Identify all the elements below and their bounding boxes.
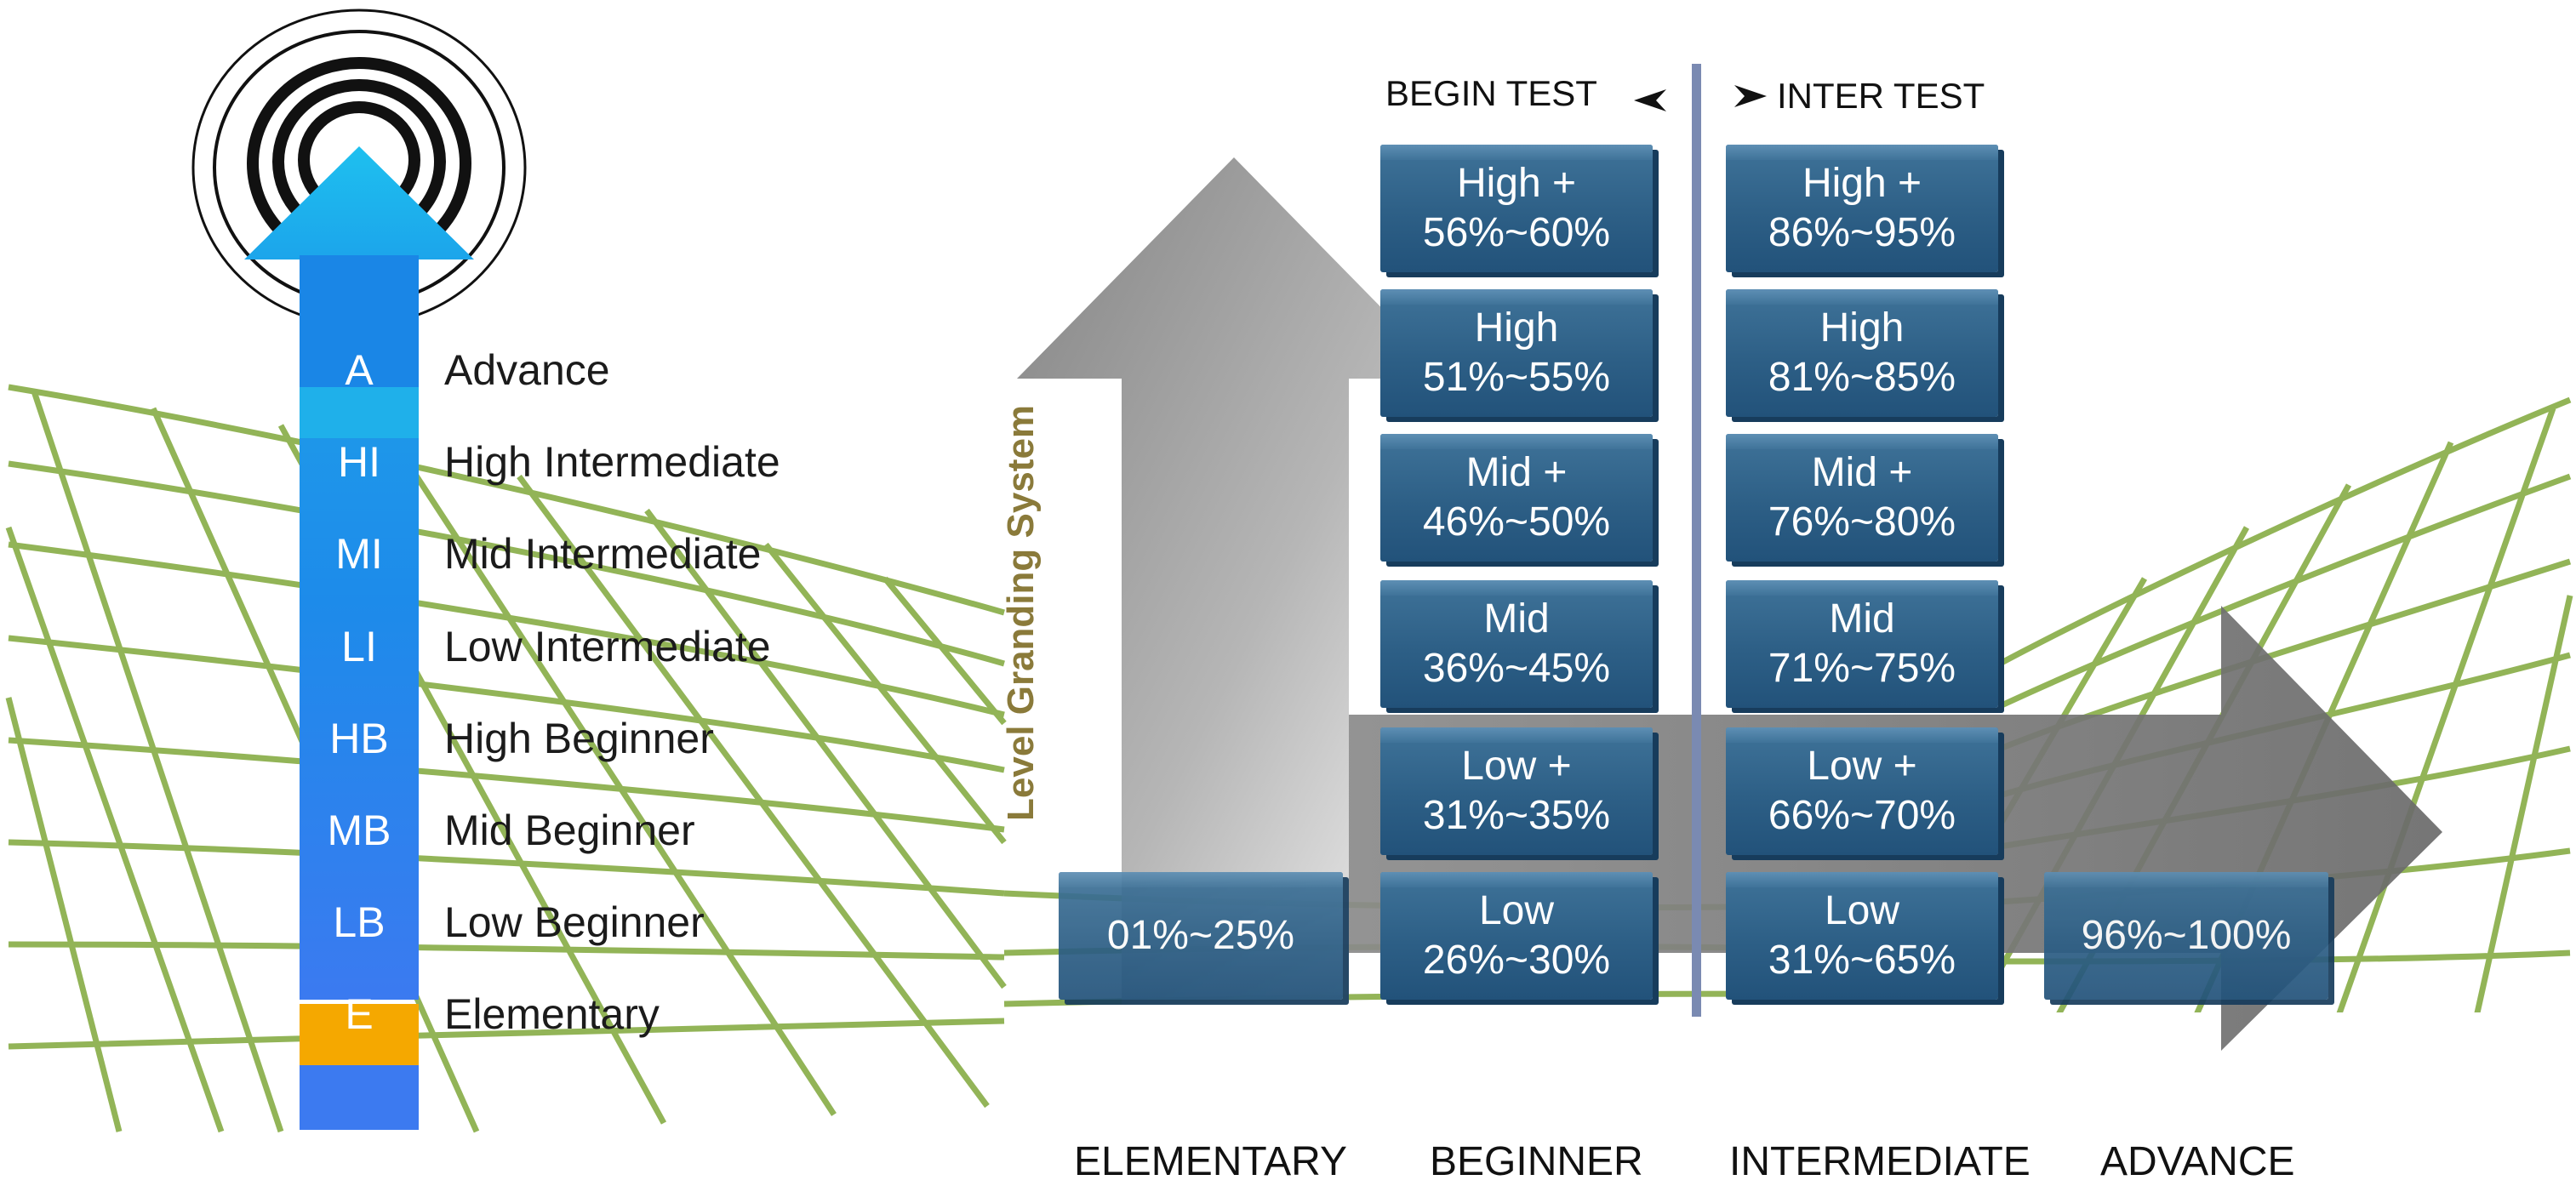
box-range: 96%~100% (2081, 913, 2292, 958)
inter-box-low: Low 31%~65% (1726, 872, 1998, 1000)
box-range: 81%~85% (1768, 355, 1956, 400)
level-code-mi: MI (335, 530, 383, 578)
level-name-advance: Advance (444, 346, 610, 394)
inter-box-mid-plus: Mid + 76%~80% (1726, 434, 1998, 562)
begin-box-high: High 51%~55% (1380, 289, 1653, 417)
right-arrow-icon (1734, 85, 1767, 107)
category-intermediate: INTERMEDIATE (1729, 1139, 2031, 1184)
grading-system-label: Level Granding System (1000, 404, 1042, 821)
box-range: 76%~80% (1768, 499, 1956, 545)
level-name-elementary: Elementary (444, 990, 660, 1038)
box-label: Low (1478, 888, 1555, 933)
box-label: Mid (1829, 596, 1895, 641)
level-name-low-beginner: Low Beginner (444, 898, 705, 946)
test-divider (1692, 64, 1701, 1017)
level-name-high-intermediate: High Intermediate (444, 438, 780, 486)
category-advance: ADVANCE (2100, 1139, 2295, 1184)
box-range: 71%~75% (1768, 646, 1956, 691)
level-name-low-intermediate: Low Intermediate (444, 623, 771, 670)
begin-box-high-plus: High + 56%~60% (1380, 145, 1653, 272)
level-code-hi: HI (338, 438, 380, 486)
box-label: Low (1824, 888, 1900, 933)
box-label: High (1474, 305, 1559, 351)
box-label: Mid + (1465, 450, 1568, 495)
box-range: 01%~25% (1106, 913, 1295, 958)
level-code-e: E (345, 990, 374, 1038)
inter-box-high-plus: High + 86%~95% (1726, 145, 1998, 272)
box-label: High + (1456, 161, 1577, 206)
box-label: Mid (1483, 596, 1550, 641)
level-name-mid-beginner: Mid Beginner (444, 807, 695, 854)
box-label: High (1819, 305, 1905, 351)
box-range: 31%~65% (1768, 938, 1956, 983)
inter-box-low-plus: Low + 66%~70% (1726, 727, 1998, 855)
elementary-box: 01%~25% (1059, 872, 1343, 1000)
begin-box-mid-plus: Mid + 46%~50% (1380, 434, 1653, 562)
box-range: 26%~30% (1422, 938, 1611, 983)
box-range: 46%~50% (1422, 499, 1611, 545)
begin-box-mid: Mid 36%~45% (1380, 580, 1653, 708)
level-name-high-beginner: High Beginner (444, 715, 714, 762)
left-arrow-icon (1634, 89, 1666, 111)
box-range: 36%~45% (1422, 646, 1611, 691)
begin-box-low: Low 26%~30% (1380, 872, 1653, 1000)
begin-test-label: BEGIN TEST (1385, 73, 1597, 113)
box-label: Mid + (1811, 450, 1913, 495)
box-range: 51%~55% (1422, 355, 1611, 400)
box-range: 86%~95% (1768, 210, 1956, 255)
level-code-mb: MB (327, 807, 391, 854)
level-code-hb: HB (329, 715, 389, 762)
inter-test-label: INTER TEST (1777, 76, 1985, 116)
inter-box-mid: Mid 71%~75% (1726, 580, 1998, 708)
advance-box: 96%~100% (2044, 872, 2328, 1000)
box-range: 66%~70% (1768, 793, 1956, 838)
level-code-a: A (345, 346, 374, 394)
category-elementary: ELEMENTARY (1074, 1139, 1347, 1184)
box-range: 56%~60% (1422, 210, 1611, 255)
box-range: 31%~35% (1422, 793, 1611, 838)
bottom-white-band (1008, 1012, 2493, 1180)
category-beginner: BEGINNER (1430, 1139, 1643, 1184)
level-code-li: LI (341, 623, 377, 670)
box-label: Low + (1807, 744, 1917, 789)
box-label: Low + (1461, 744, 1572, 789)
inter-box-high: High 81%~85% (1726, 289, 1998, 417)
begin-box-low-plus: Low + 31%~35% (1380, 727, 1653, 855)
level-name-mid-intermediate: Mid Intermediate (444, 530, 762, 578)
box-label: High + (1802, 161, 1922, 206)
level-code-lb: LB (333, 898, 386, 946)
